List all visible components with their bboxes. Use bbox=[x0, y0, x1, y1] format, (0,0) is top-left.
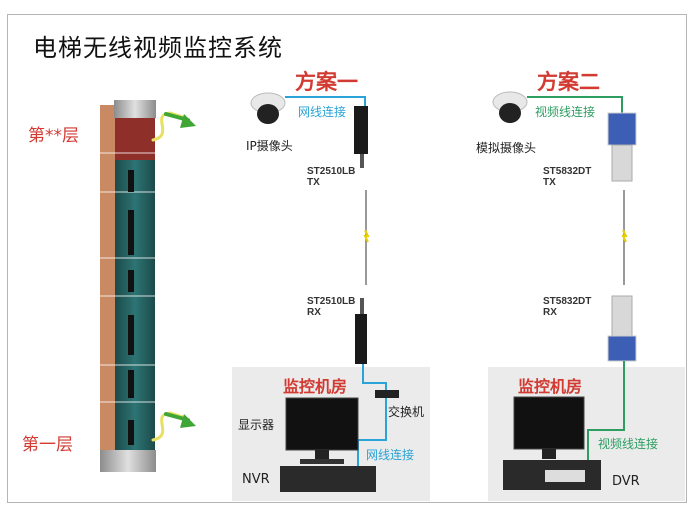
frame bbox=[7, 14, 687, 503]
dvr-label: DVR bbox=[612, 474, 640, 489]
suffix: TX bbox=[307, 177, 320, 188]
analog-camera-icon bbox=[492, 91, 528, 123]
page-title: 电梯无线视频监控系统 bbox=[33, 34, 283, 62]
top-floor-label: 第**层 bbox=[28, 126, 79, 146]
monitor-label: 显示器 bbox=[238, 418, 275, 432]
dvr-icon bbox=[503, 460, 601, 490]
bottom-floor-label: 第一层 bbox=[22, 435, 73, 455]
plan1-room-title: 监控机房 bbox=[283, 377, 348, 396]
model: ST2510LB bbox=[307, 166, 356, 177]
model: ST5832DT bbox=[543, 296, 592, 307]
antenna-tx-1 bbox=[354, 106, 368, 168]
elevator-shaft bbox=[90, 100, 156, 472]
monitor-icon-1 bbox=[285, 397, 359, 464]
lightning-icon bbox=[621, 229, 628, 243]
plan2-room-title: 监控机房 bbox=[518, 377, 583, 396]
switch-icon bbox=[375, 390, 399, 398]
plan1-camera-label: IP摄像头 bbox=[246, 139, 293, 153]
plan2-camera-link: 视频线连接 bbox=[535, 105, 596, 119]
wireless-arrow-top bbox=[151, 111, 196, 142]
plan1-heading: 方案一 bbox=[295, 70, 358, 94]
video-cable-camera bbox=[527, 96, 623, 113]
model: ST5832DT bbox=[543, 166, 592, 177]
plan1-camera-link: 网线连接 bbox=[298, 105, 347, 119]
video-cable-room bbox=[587, 361, 625, 462]
model: ST2510LB bbox=[307, 296, 356, 307]
nvr-icon bbox=[280, 466, 376, 492]
switch-label: 交换机 bbox=[388, 405, 425, 419]
network-cable-room bbox=[357, 364, 387, 472]
plan1-room-link: 网线连接 bbox=[366, 448, 415, 462]
lightning-icon bbox=[363, 229, 370, 243]
plan2-heading: 方案二 bbox=[537, 70, 600, 94]
antenna-rx-1 bbox=[355, 298, 367, 364]
suffix: RX bbox=[543, 307, 557, 318]
transmitter-tx-2 bbox=[607, 112, 637, 182]
plan2-camera-label: 模拟摄像头 bbox=[476, 141, 537, 155]
wireless-arrow-bottom bbox=[151, 411, 196, 442]
plan2-room-link: 视频线连接 bbox=[598, 437, 659, 451]
suffix: TX bbox=[543, 177, 556, 188]
ip-camera-icon bbox=[250, 92, 286, 124]
nvr-label: NVR bbox=[242, 472, 270, 487]
receiver-rx-2 bbox=[607, 295, 637, 362]
suffix: RX bbox=[307, 307, 321, 318]
monitor-icon-2 bbox=[513, 396, 585, 459]
